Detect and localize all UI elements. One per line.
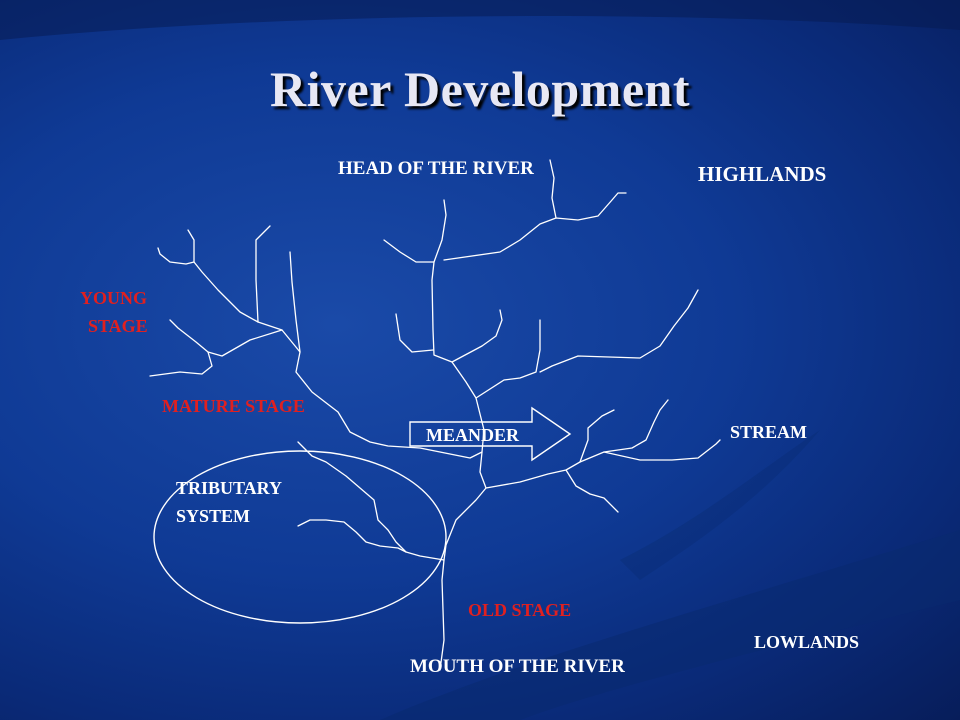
slide-title: River Development: [270, 61, 690, 117]
young-branch-side1: [255, 225, 271, 323]
label-meander: MEANDER: [426, 425, 519, 445]
meander-arrow: [409, 406, 572, 462]
label-lowlands: LOWLANDS: [754, 632, 860, 652]
young-branch-side2: [289, 251, 301, 353]
label-highlands: HIGHLANDS: [698, 162, 827, 186]
young-branch-main: [193, 261, 483, 459]
young-branch-side3: [169, 319, 283, 357]
label-young-stage-line2: STAGE: [88, 316, 148, 336]
tributary-circle: [153, 450, 447, 624]
label-tributary-line1: TRIBUTARY: [176, 478, 283, 498]
middle-branch-left: [395, 313, 434, 353]
label-head-of-river: HEAD OF THE RIVER: [338, 158, 534, 179]
label-mouth-of-river: MOUTH OF THE RIVER: [410, 656, 625, 677]
label-tributary-line2: SYSTEM: [176, 506, 251, 526]
label-mature-stage: MATURE STAGE: [162, 396, 305, 416]
young-branch-upper: [157, 229, 195, 265]
middle-branch-far-right: [475, 319, 541, 399]
main-river: [431, 199, 487, 671]
label-young-stage-line1: YOUNG: [80, 288, 147, 308]
middle-branch-right: [451, 309, 503, 363]
stream-branch-4: [565, 469, 619, 513]
stream-branch: [485, 439, 721, 489]
label-old-stage: OLD STAGE: [468, 600, 572, 620]
label-stream: STREAM: [730, 422, 808, 442]
tributary-branch-2: [297, 519, 407, 553]
tributary-branch: [297, 441, 445, 561]
head-left-branch: [383, 239, 435, 263]
head-branch: [443, 192, 627, 261]
young-branch-side4: [149, 351, 213, 377]
stream-branch-2: [603, 399, 669, 453]
highland-branch: [539, 289, 699, 373]
stream-branch-3: [579, 409, 615, 463]
head-branch-2: [549, 159, 557, 219]
